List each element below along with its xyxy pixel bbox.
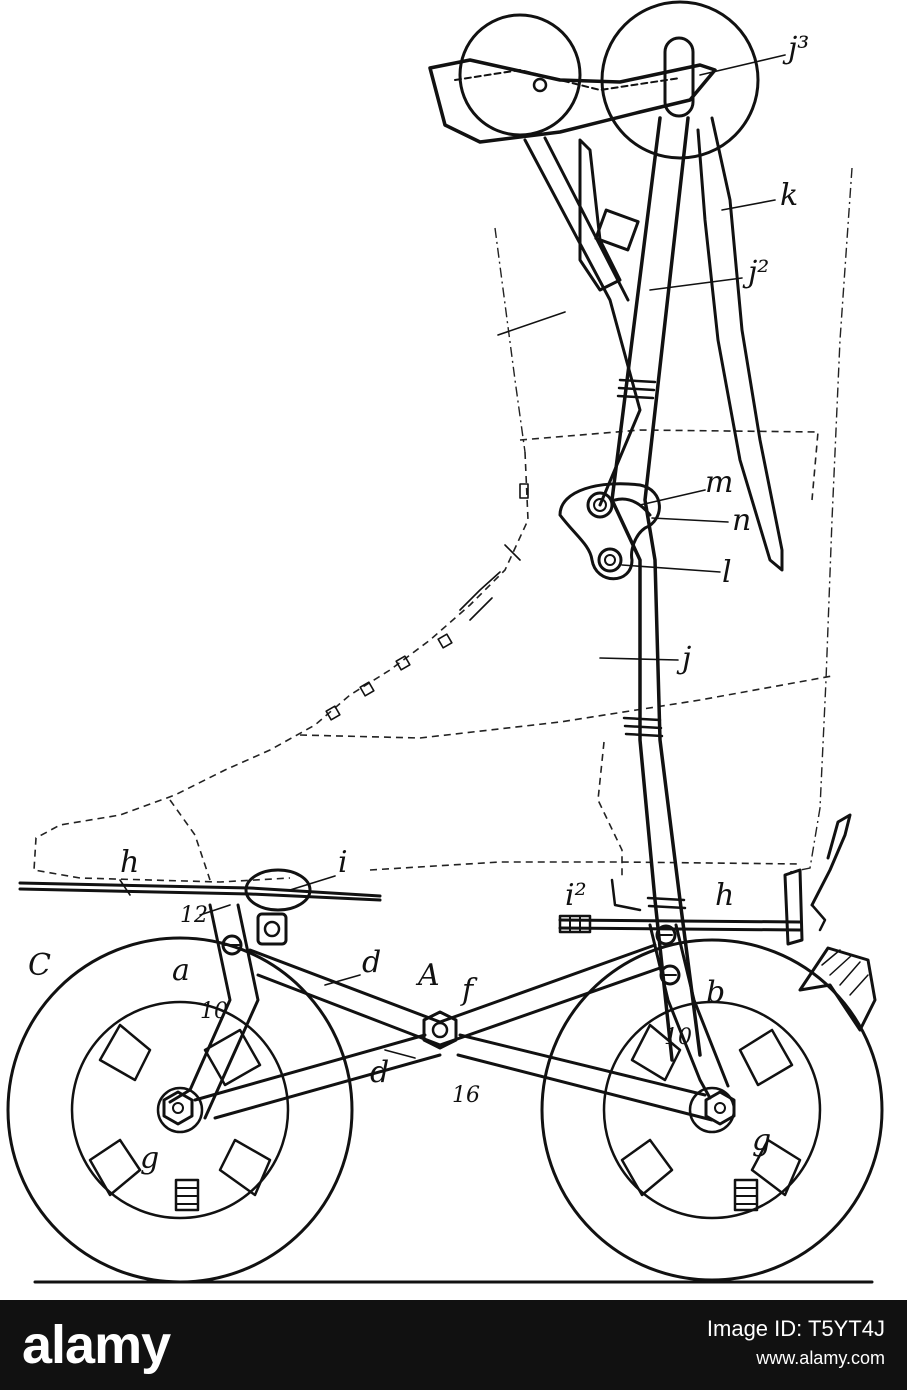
label-b: b: [706, 975, 725, 1010]
label-i: i: [338, 845, 348, 880]
label-12: 12: [180, 903, 208, 928]
label-j3: j³: [782, 31, 809, 66]
sole-plate: [18, 813, 852, 946]
label-h-heel: h: [715, 878, 734, 913]
label-j2: j²: [742, 255, 769, 290]
image-id: Image ID: T5YT4J: [706, 1316, 885, 1341]
label-l: l: [722, 555, 732, 590]
label-f: f: [460, 973, 478, 1008]
label-i2: i²: [565, 878, 587, 913]
site-url: www.alamy.com: [756, 1348, 885, 1368]
front-wheel: [6, 936, 354, 1284]
leg-braces: [523, 116, 702, 1062]
label-g-front: g: [140, 1141, 159, 1176]
label-a: a: [172, 953, 190, 988]
label-d-lower: d: [370, 1055, 389, 1090]
rear-wheel: [540, 938, 884, 1282]
label-10-rear: 10: [664, 1025, 692, 1050]
label-g-rear: g: [752, 1123, 771, 1158]
skate-patent-drawing: j³ k j² m n l j h i i² h 12 C a d A f b …: [6, 0, 884, 1284]
label-n: n: [732, 503, 751, 538]
alamy-logo: alamy: [22, 1315, 171, 1375]
drawing-canvas: j³ k j² m n l j h i i² h 12 C a d A f b …: [6, 0, 884, 1284]
label-j: j: [676, 641, 691, 676]
label-C: C: [28, 948, 51, 983]
top-strap: [428, 0, 784, 572]
frame: [162, 903, 736, 1126]
leader-lines: [119, 54, 786, 1059]
label-k: k: [780, 178, 798, 213]
boot-outline: [33, 167, 853, 883]
label-A: A: [415, 958, 440, 993]
label-10-front: 10: [200, 999, 228, 1024]
watermark-footer: alamy Image ID: T5YT4J www.alamy.com: [0, 1300, 907, 1390]
footer-info: Image ID: T5YT4J www.alamy.com: [707, 1300, 885, 1370]
label-d-upper: d: [362, 945, 381, 980]
label-16: 16: [452, 1083, 480, 1108]
label-m: m: [705, 465, 733, 500]
label-h: h: [120, 845, 139, 880]
